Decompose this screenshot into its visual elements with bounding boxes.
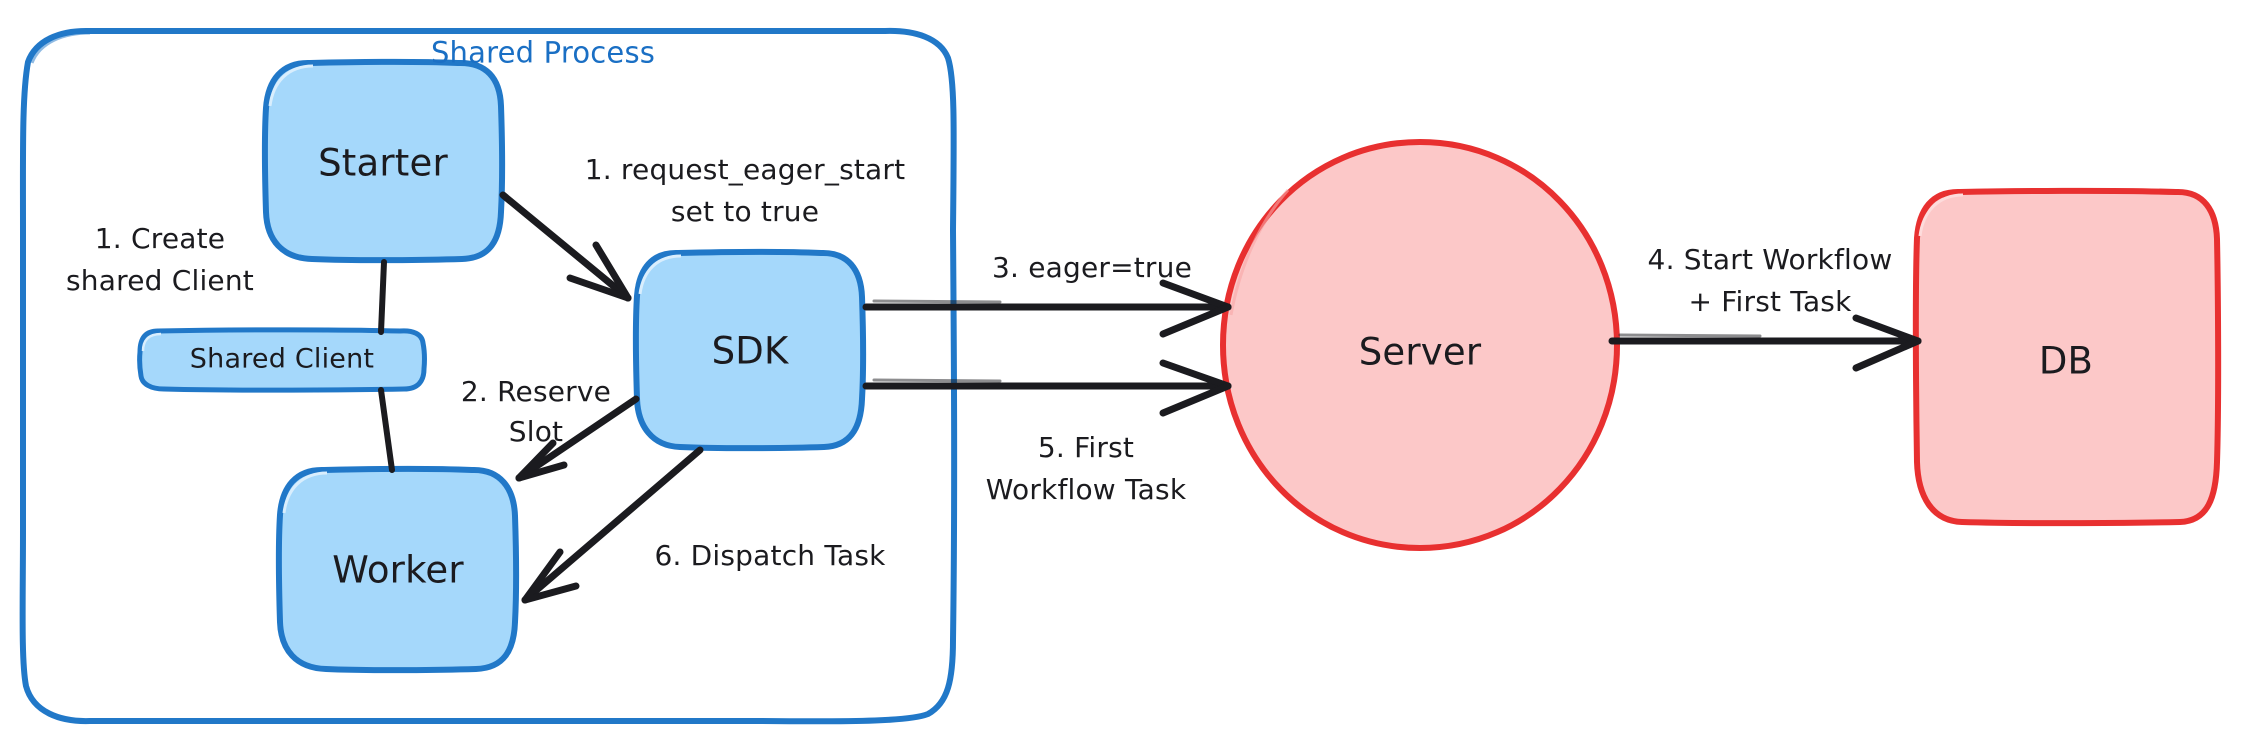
node-starter-shape[interactable]: [261, 58, 506, 264]
node-sdk-shape[interactable]: [632, 248, 867, 452]
node-shared-client-shape[interactable]: [137, 327, 427, 393]
edge-reserve-slot-arrow[interactable]: [515, 395, 640, 482]
edge-first-workflow-task-arrow[interactable]: [862, 359, 1232, 417]
edge-create-shared-client-line[interactable]: [378, 259, 387, 335]
edge-dispatch-task-arrow[interactable]: [521, 446, 704, 604]
node-worker-shape[interactable]: [275, 465, 520, 674]
shared-process-container[interactable]: [19, 27, 958, 725]
edge-shared-client-worker-line[interactable]: [378, 387, 395, 473]
node-server-shape[interactable]: [1220, 139, 1620, 551]
edge-start-workflow-arrow[interactable]: [1608, 314, 1922, 372]
edge-eager-true-arrow[interactable]: [862, 279, 1232, 338]
edge-request-eager-start-arrow[interactable]: [499, 191, 632, 302]
node-db-shape[interactable]: [1912, 187, 2222, 527]
